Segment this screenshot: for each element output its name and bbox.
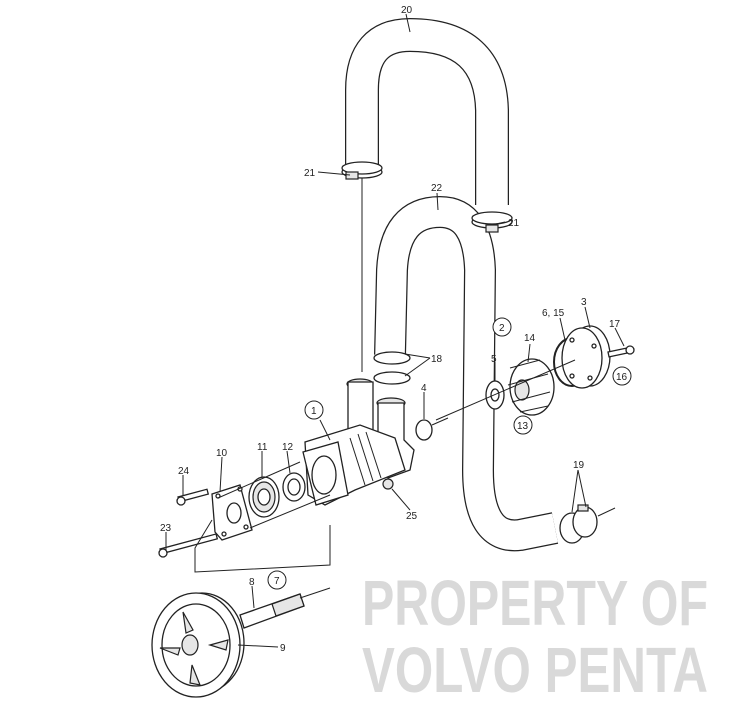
label-10[interactable]: 10	[216, 448, 228, 459]
label-12[interactable]: 12	[282, 442, 294, 453]
label-1[interactable]: 1	[311, 406, 317, 417]
label-4[interactable]: 4	[421, 383, 427, 394]
circle-2	[492, 317, 512, 337]
hose-clamps-19	[559, 504, 598, 544]
label-6-15[interactable]: 6, 15	[542, 308, 565, 319]
cover-3	[561, 325, 611, 389]
label-7[interactable]: 7	[274, 576, 280, 587]
hose-clamp-21-upper	[341, 161, 383, 180]
seal-12	[282, 472, 306, 502]
circle-7	[267, 570, 287, 590]
shaft-8	[239, 587, 331, 629]
hose-22	[374, 195, 559, 552]
impeller-14	[507, 358, 555, 416]
circle-13	[513, 415, 533, 435]
circle-1	[304, 400, 324, 420]
label-3[interactable]: 3	[581, 297, 587, 308]
label-9[interactable]: 9	[280, 643, 286, 654]
watermark-line2: VOLVO PENTA	[362, 634, 708, 702]
label-2[interactable]: 2	[499, 323, 505, 334]
hose-clamp-21-lower	[471, 211, 513, 233]
label-25[interactable]: 25	[406, 511, 418, 522]
label-23[interactable]: 23	[160, 523, 172, 534]
label-22[interactable]: 22	[431, 183, 443, 194]
label-14[interactable]: 14	[524, 333, 536, 344]
label-11[interactable]: 11	[257, 442, 268, 453]
label-16[interactable]: 16	[616, 372, 628, 383]
label-20[interactable]: 20	[401, 5, 413, 16]
label-19[interactable]: 19	[573, 460, 585, 471]
screw-17	[607, 345, 635, 358]
pump-housing-1	[302, 381, 415, 506]
label-18[interactable]: 18	[431, 354, 443, 365]
part-labels: 20 21 22 21 6, 15 3 14 17 18 5 4 10 11 1…	[160, 5, 632, 654]
screw-23	[158, 533, 219, 558]
screw-24	[176, 488, 210, 506]
watermark-line1: PROPERTY OF	[362, 567, 708, 639]
watermark: PROPERTY OF VOLVO PENTA	[362, 567, 708, 702]
pulley-9	[151, 592, 245, 698]
label-8[interactable]: 8	[249, 577, 255, 588]
label-5[interactable]: 5	[491, 354, 497, 365]
label-21-upper[interactable]: 21	[304, 168, 316, 179]
bearing-11	[248, 476, 280, 518]
hose-20	[345, 17, 509, 205]
plug-25	[382, 478, 394, 490]
label-21-lower[interactable]: 21	[508, 218, 520, 229]
leader-lines	[165, 13, 625, 648]
label-24[interactable]: 24	[178, 466, 190, 477]
circle-16	[612, 366, 632, 386]
seal-ring-4	[415, 419, 433, 441]
cover-plate-10	[211, 484, 253, 541]
label-13[interactable]: 13	[517, 421, 529, 432]
label-17[interactable]: 17	[609, 319, 621, 330]
